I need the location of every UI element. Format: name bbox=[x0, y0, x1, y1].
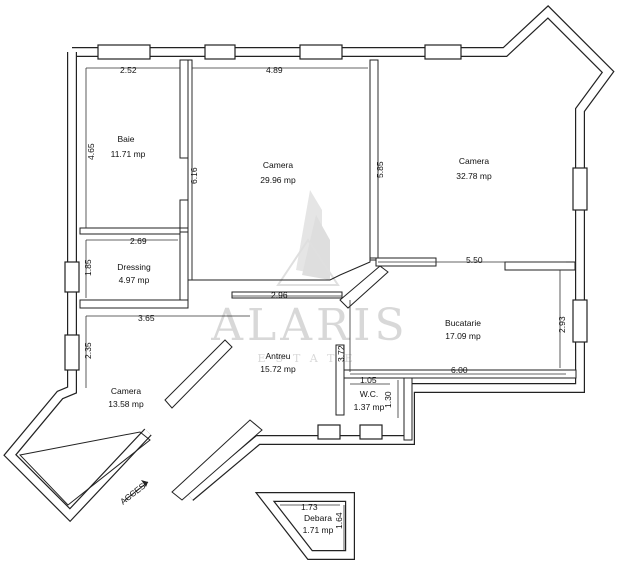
access-label: ACCES bbox=[118, 480, 147, 506]
room-name-antreu: Antreu bbox=[265, 351, 290, 361]
room-labels: Baie 11.71 mp Camera 29.96 mp Camera 32.… bbox=[108, 134, 492, 535]
room-area-camera-1: 29.96 mp bbox=[260, 175, 296, 185]
watermark-name: ALARIS bbox=[210, 300, 408, 351]
dim-3-72: 3.72 bbox=[336, 345, 346, 362]
room-area-camera-2: 32.78 mp bbox=[456, 171, 492, 181]
window bbox=[64, 334, 80, 371]
dim-4-65: 4.65 bbox=[86, 143, 96, 160]
window bbox=[64, 261, 80, 293]
dim-2-52: 2.52 bbox=[120, 65, 137, 75]
window bbox=[299, 44, 343, 60]
debara-walls bbox=[254, 492, 355, 560]
dim-4-89: 4.89 bbox=[266, 65, 283, 75]
window bbox=[572, 299, 588, 343]
access-arrow-icon: ACCES bbox=[118, 480, 149, 507]
dim-1-73: 1.73 bbox=[301, 502, 318, 512]
watermark: ALARIS ESTATE bbox=[210, 190, 408, 365]
dim-1-30: 1.30 bbox=[383, 391, 393, 408]
window bbox=[424, 44, 462, 60]
room-area-baie: 11.71 mp bbox=[111, 149, 146, 159]
dimension-labels: 2.52 4.89 4.65 6.16 5.85 5.50 2.69 1.85 … bbox=[83, 65, 567, 529]
room-area-dressing: 4.97 mp bbox=[119, 275, 150, 285]
room-name-debara: Debara bbox=[304, 513, 332, 523]
dim-2-69: 2.69 bbox=[130, 236, 147, 246]
window bbox=[572, 167, 588, 211]
room-name-dressing: Dressing bbox=[117, 262, 151, 272]
window bbox=[317, 424, 341, 440]
dim-1-64: 1.64 bbox=[334, 512, 344, 529]
dim-2-35: 2.35 bbox=[83, 342, 93, 359]
dim-5-85: 5.85 bbox=[375, 161, 385, 178]
room-name-baie: Baie bbox=[117, 134, 134, 144]
dim-5-50: 5.50 bbox=[466, 255, 483, 265]
dim-3-65: 3.65 bbox=[138, 313, 155, 323]
watermark-logo-icon bbox=[276, 190, 340, 286]
dimension-lines bbox=[85, 67, 566, 550]
room-name-camera-3: Camera bbox=[111, 386, 142, 396]
exterior-walls bbox=[3, 5, 615, 523]
watermark-sub: ESTATE bbox=[257, 352, 362, 365]
dim-6-00: 6.00 bbox=[451, 365, 468, 375]
room-area-camera-3: 13.58 mp bbox=[108, 399, 144, 409]
room-name-bucatarie: Bucatarie bbox=[445, 318, 481, 328]
dim-6-16: 6.16 bbox=[189, 167, 199, 184]
dim-1-05: 1.05 bbox=[360, 375, 377, 385]
window bbox=[97, 44, 151, 60]
room-area-debara: 1.71 mp bbox=[303, 525, 334, 535]
room-area-antreu: 15.72 mp bbox=[260, 364, 296, 374]
room-name-camera-2: Camera bbox=[459, 156, 490, 166]
dim-2-96: 2.96 bbox=[271, 290, 288, 300]
room-name-camera-1: Camera bbox=[263, 160, 294, 170]
dim-1-85: 1.85 bbox=[83, 259, 93, 276]
room-name-wc: W.C. bbox=[360, 389, 378, 399]
room-area-wc: 1.37 mp bbox=[354, 402, 385, 412]
dim-2-93: 2.93 bbox=[557, 316, 567, 333]
window bbox=[204, 44, 236, 60]
room-area-bucatarie: 17.09 mp bbox=[445, 331, 481, 341]
window bbox=[359, 424, 383, 440]
